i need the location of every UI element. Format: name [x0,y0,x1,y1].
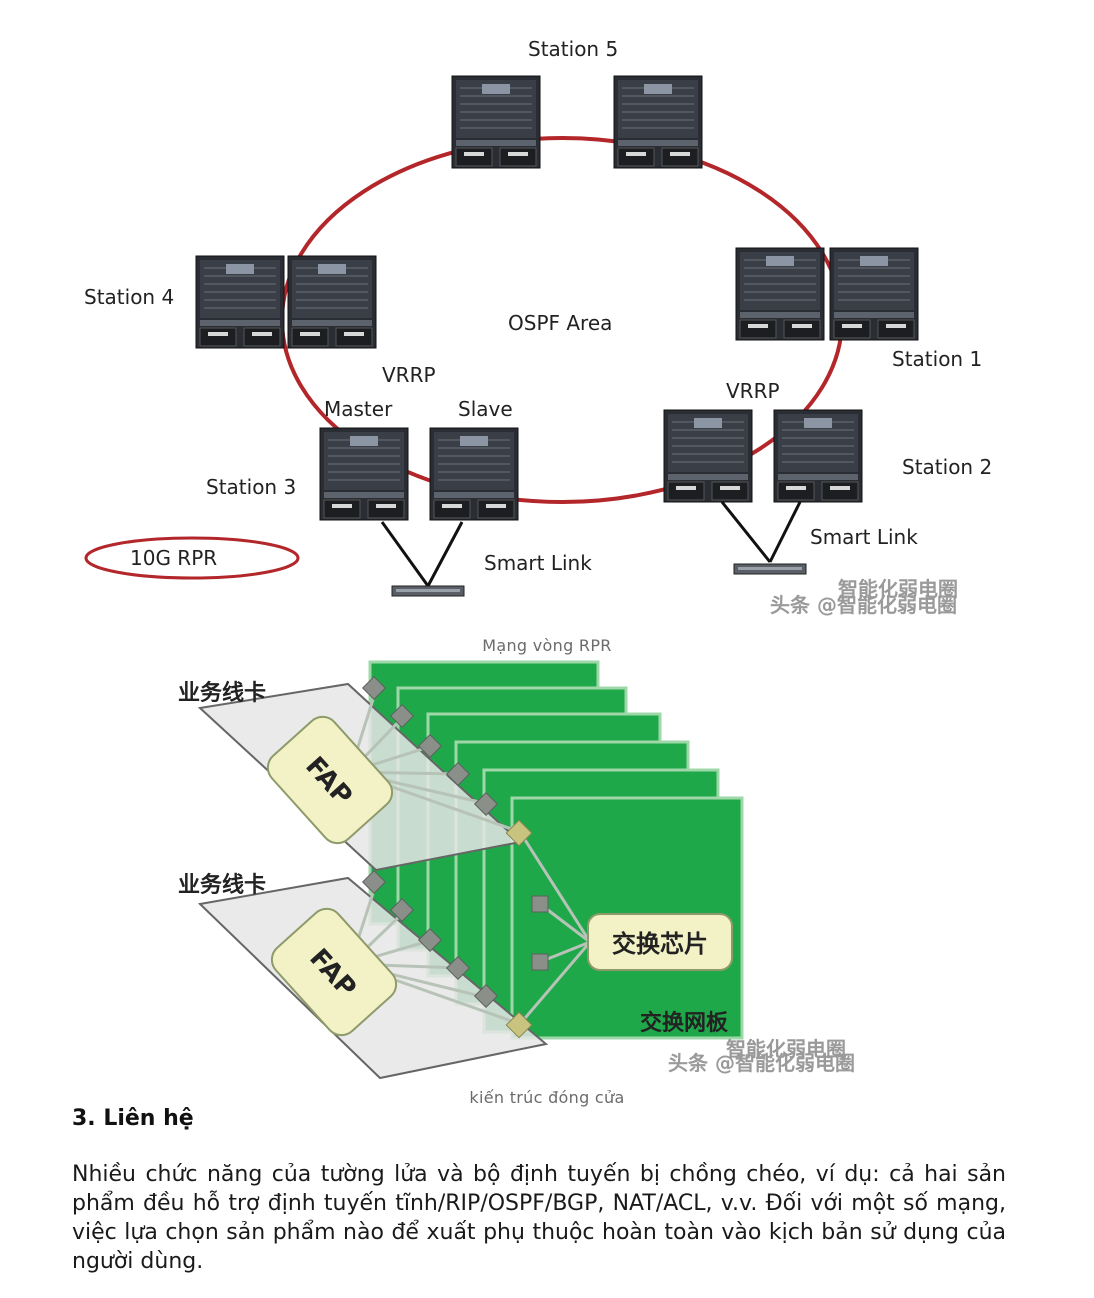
switch-chip: 交换芯片 [587,913,733,971]
legend-rpr-label: 10G RPR [130,546,217,570]
station-4-switches [195,255,377,349]
smart-link-left-label: Smart Link [484,551,592,575]
slave-label: Slave [458,397,513,421]
vrrp-right-label: VRRP [726,379,780,403]
smart-link-right-label: Smart Link [810,525,918,549]
station-4-label: Station 4 [84,285,174,309]
smart-link-right [720,501,802,563]
smart-link-left [380,521,464,587]
fap-chip-bottom: FAP [270,907,398,1037]
station-3-switches [319,427,519,521]
closed-architecture-diagram: FAP FAP 交换芯片 业务线卡 业务线卡 交换网板 智能化弱电圈 头条 @智… [178,660,855,1080]
station-3-label: Station 3 [206,475,296,499]
switch-board-label: 交换网板 [640,1010,729,1036]
watermark-bottom: 头条 @智能化弱电圈 [770,593,957,617]
fap-chip-top: FAP [266,715,394,845]
master-label: Master [324,397,393,421]
watermark-top-2: 智能化弱电圈 [726,1037,846,1061]
station-2-label: Station 2 [902,455,992,479]
line-card-top-label: 业务线卡 [178,680,266,706]
line-card-bottom-label: 业务线卡 [178,872,266,898]
figure-1-caption: Mạng vòng RPR [482,636,612,655]
section-paragraph: Nhiều chức năng của tường lửa và bộ định… [72,1162,1006,1274]
rpr-ring-diagram: Station 5 Station 4 Station 1 Station 3 … [84,37,992,617]
svg-text:交换芯片: 交换芯片 [612,930,708,958]
watermark-top: 智能化弱电圈 [838,577,958,601]
station-1-label: Station 1 [892,347,982,371]
station-2-switches [663,409,863,503]
section-heading: 3. Liên hệ [72,1106,194,1131]
watermark-bottom-2: 头条 @智能化弱电圈 [668,1051,855,1075]
station-5-switches [451,75,703,169]
vrrp-left-label: VRRP [382,363,436,387]
ospf-area-label: OSPF Area [508,311,612,335]
figure-2-caption: kiến trúc đóng cửa [469,1088,625,1107]
legend-rpr-ellipse [84,536,300,580]
station-5-label: Station 5 [528,37,618,61]
